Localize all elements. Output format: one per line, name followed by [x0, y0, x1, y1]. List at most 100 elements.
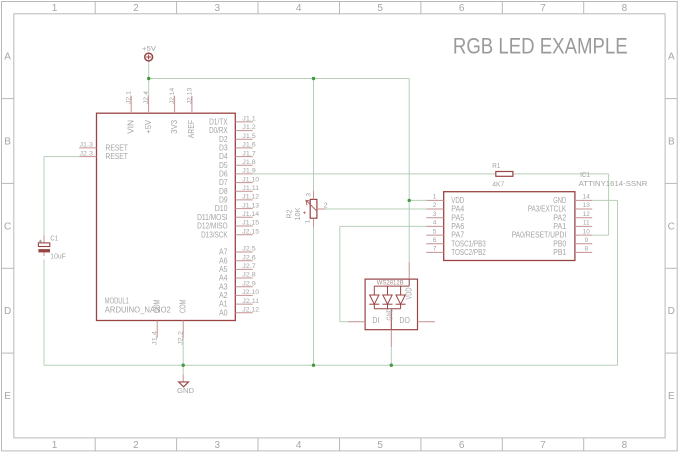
svg-text:RGB LED EXAMPLE: RGB LED EXAMPLE [453, 34, 628, 59]
svg-text:+5V: +5V [142, 44, 156, 53]
svg-text:6: 6 [433, 237, 437, 244]
svg-text:J1.7: J1.7 [242, 150, 256, 157]
svg-text:D7: D7 [219, 178, 228, 187]
svg-text:4K7: 4K7 [492, 179, 504, 188]
svg-text:3: 3 [215, 3, 221, 14]
svg-text:J2.11: J2.11 [242, 298, 259, 305]
svg-text:D11/MOSI: D11/MOSI [197, 213, 228, 222]
svg-text:J1.14: J1.14 [242, 211, 259, 218]
svg-text:D9: D9 [219, 196, 228, 205]
svg-text:TOSC1/PB3: TOSC1/PB3 [451, 239, 486, 248]
svg-text:A7: A7 [219, 248, 228, 257]
svg-text:D6: D6 [219, 170, 228, 179]
svg-text:D3: D3 [219, 144, 228, 153]
svg-text:10K: 10K [293, 208, 302, 221]
svg-text:D: D [668, 306, 675, 317]
svg-text:TOSC2/PB2: TOSC2/PB2 [451, 248, 486, 257]
svg-text:J2.13: J2.13 [187, 87, 193, 104]
svg-text:IC1: IC1 [580, 170, 590, 179]
svg-text:J2.8: J2.8 [242, 272, 256, 279]
svg-text:3V3: 3V3 [170, 119, 179, 133]
svg-text:A: A [4, 52, 11, 63]
svg-text:PA4: PA4 [451, 205, 464, 214]
svg-text:J1.6: J1.6 [242, 142, 256, 149]
svg-text:R1: R1 [492, 161, 500, 170]
svg-text:WS2812B: WS2812B [377, 280, 404, 286]
svg-text:5: 5 [377, 3, 383, 14]
svg-text:8: 8 [584, 246, 588, 253]
svg-text:J2.10: J2.10 [242, 289, 259, 296]
svg-text:10: 10 [583, 228, 591, 235]
svg-text:5: 5 [377, 440, 383, 451]
svg-text:COM: COM [152, 299, 161, 313]
svg-text:4: 4 [433, 220, 437, 227]
svg-text:J2.4: J2.4 [144, 90, 150, 104]
svg-text:J1.2: J1.2 [242, 124, 256, 131]
svg-text:2: 2 [433, 202, 437, 209]
svg-text:J2.5: J2.5 [242, 246, 256, 253]
svg-text:12: 12 [583, 211, 591, 218]
svg-text:13: 13 [583, 202, 591, 209]
svg-text:D4: D4 [219, 152, 228, 161]
svg-text:J1.5: J1.5 [242, 133, 256, 140]
svg-text:MODUL1: MODUL1 [105, 297, 129, 306]
svg-text:2: 2 [133, 3, 139, 14]
svg-text:A4: A4 [219, 274, 228, 283]
svg-text:J2.6: J2.6 [242, 254, 256, 261]
svg-text:D12/MISO: D12/MISO [197, 222, 228, 231]
svg-text:PA3/EXTCLK: PA3/EXTCLK [528, 205, 567, 214]
svg-text:PA0/RESET/UPDI: PA0/RESET/UPDI [512, 231, 567, 240]
svg-text:4: 4 [296, 3, 302, 14]
svg-text:8: 8 [622, 440, 628, 451]
svg-text:R2: R2 [284, 210, 293, 219]
svg-text:PB0: PB0 [553, 239, 566, 248]
svg-text:D0/RX: D0/RX [209, 126, 228, 135]
svg-text:A1: A1 [219, 300, 228, 309]
svg-text:8: 8 [622, 3, 628, 14]
svg-text:D13/SCK: D13/SCK [201, 230, 228, 239]
svg-text:ATTINY1614-SSNR: ATTINY1614-SSNR [579, 179, 648, 188]
svg-text:J1.15: J1.15 [242, 220, 259, 227]
svg-text:D10: D10 [215, 204, 228, 213]
svg-text:VIN: VIN [126, 120, 135, 134]
svg-text:ARDUINO_NANO2: ARDUINO_NANO2 [105, 305, 172, 314]
svg-text:GND: GND [177, 386, 195, 395]
svg-text:J1.1: J1.1 [242, 116, 256, 123]
svg-text:J2.14: J2.14 [170, 87, 176, 104]
svg-text:J2.1: J2.1 [127, 90, 133, 104]
svg-text:GND: GND [553, 196, 566, 205]
svg-text:A2: A2 [219, 291, 228, 300]
svg-text:3: 3 [215, 440, 221, 451]
svg-text:J1.3: J1.3 [80, 142, 94, 149]
svg-text:C: C [4, 221, 11, 232]
svg-text:PA1: PA1 [553, 222, 566, 231]
svg-text:J1.11: J1.11 [242, 185, 259, 192]
svg-text:3: 3 [306, 193, 313, 197]
svg-text:B: B [668, 137, 675, 148]
svg-text:J1.13: J1.13 [242, 202, 259, 209]
svg-text:J2.3: J2.3 [80, 150, 94, 157]
svg-text:C: C [668, 221, 675, 232]
svg-text:RESET: RESET [106, 144, 128, 153]
svg-text:GND: GND [385, 308, 394, 320]
svg-text:J2.2: J2.2 [179, 330, 185, 345]
svg-text:+5V: +5V [144, 119, 153, 133]
svg-text:J2.12: J2.12 [242, 306, 259, 313]
svg-text:14: 14 [583, 194, 591, 201]
svg-text:9: 9 [584, 237, 588, 244]
svg-text:PA7: PA7 [451, 231, 464, 240]
svg-text:J1.12: J1.12 [242, 194, 259, 201]
svg-text:COM: COM [178, 299, 187, 313]
svg-text:1: 1 [305, 219, 312, 223]
svg-text:RESET: RESET [106, 152, 128, 161]
svg-text:10uF: 10uF [50, 251, 66, 260]
svg-text:VDD: VDD [404, 287, 413, 299]
svg-text:D2: D2 [219, 135, 228, 144]
svg-text:DI: DI [372, 316, 379, 325]
svg-text:J1.4: J1.4 [153, 330, 159, 345]
svg-text:2: 2 [324, 202, 328, 209]
svg-text:11: 11 [583, 220, 590, 227]
svg-text:AREF: AREF [187, 120, 196, 138]
svg-text:PA5: PA5 [451, 213, 464, 222]
svg-text:J1.10: J1.10 [242, 176, 259, 183]
